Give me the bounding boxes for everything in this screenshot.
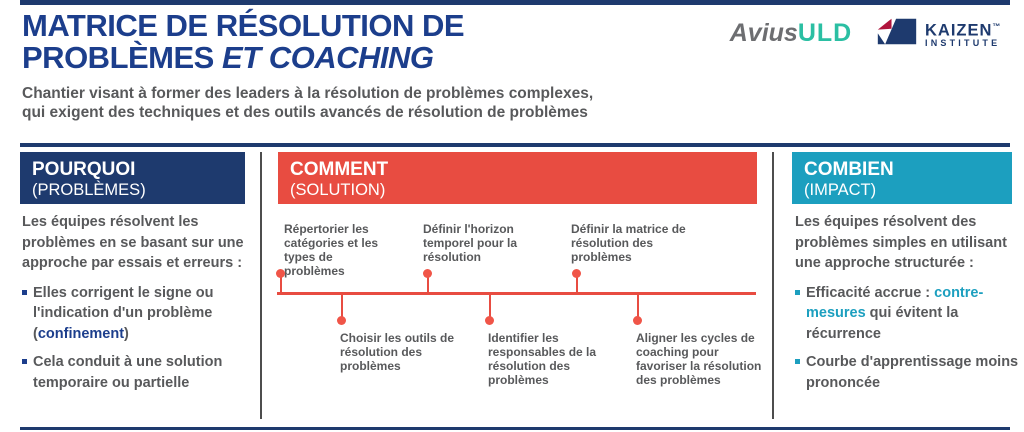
page-title-line1: MATRICE DE RÉSOLUTION DE [22, 8, 465, 43]
timeline-dot [485, 316, 494, 325]
timeline-step-6-label: Aligner les cycles de coaching pour favo… [636, 331, 762, 387]
timeline-stem [280, 276, 282, 292]
page-title: MATRICE DE RÉSOLUTION DE PROBLÈMES ET CO… [22, 8, 465, 75]
timeline-dot [276, 269, 285, 278]
column-divider-left [260, 152, 262, 419]
timeline-step-1-label: Répertorier les catégories et les types … [284, 222, 379, 278]
kaizen-subname: INSTITUTE [925, 38, 1001, 49]
pourquoi-title: POURQUOI [32, 159, 136, 180]
timeline-step-4-label: Choisir les outils de résolution des pro… [340, 331, 455, 373]
kaizen-institute-logo: KAIZEN™ INSTITUTE [876, 17, 1001, 51]
timeline-step-2-label: Définir l'horizon temporel pour la résol… [423, 222, 518, 264]
pourquoi-subtitle: (PROBLÈMES) [32, 181, 146, 199]
timeline-stem [341, 295, 343, 317]
combien-intro: Les équipes résolvent des problèmes simp… [795, 214, 1007, 271]
column-header-combien: COMBIEN (IMPACT) [792, 152, 1012, 204]
bullet-square-icon [795, 359, 800, 364]
contre-mesures-highlight: contre-mesures [806, 284, 984, 322]
bottom-accent-bar [20, 427, 1010, 430]
kaizen-wordmark: KAIZEN™ INSTITUTE [925, 19, 1001, 50]
header-divider-rule [20, 143, 1010, 147]
timeline-step-3-label: Définir la matrice de résolution des pro… [571, 222, 686, 264]
column-header-pourquoi: POURQUOI (PROBLÈMES) [20, 152, 245, 204]
timeline-dot [633, 316, 642, 325]
comment-subtitle: (SOLUTION) [290, 181, 386, 199]
timeline-stem [489, 295, 491, 317]
uld-logo-text: ULD [797, 18, 853, 47]
bullet-square-icon [22, 359, 27, 364]
timeline-stem [427, 276, 429, 292]
top-accent-bar [20, 0, 1010, 5]
timeline-dot [572, 269, 581, 278]
timeline-dot [423, 269, 432, 278]
bullet-square-icon [22, 289, 27, 295]
trademark-symbol: ™ [992, 21, 1002, 31]
page-title-italic: ET COACHING [221, 40, 434, 75]
page-subtitle-line2: qui exigent des techniques et des outils… [22, 104, 588, 121]
page-subtitle-line1: Chantier visant à former des leaders à l… [22, 85, 594, 102]
kaizen-name: KAIZEN™ [925, 21, 1002, 40]
list-item: Courbe d'apprentissage moins prononcée [795, 352, 1019, 393]
timeline-stem [576, 276, 578, 292]
page-subtitle: Chantier visant à former des leaders à l… [22, 84, 593, 122]
combien-title: COMBIEN [804, 159, 894, 180]
bullet-square-icon [795, 289, 800, 295]
comment-title: COMMENT [290, 159, 389, 180]
timeline-axis [277, 292, 756, 295]
combien-subtitle: (IMPACT) [804, 181, 877, 199]
list-item: Elles corrigent le signe ou l'indication… [22, 283, 254, 345]
page-title-line2: PROBLÈMES ET COACHING [22, 40, 434, 75]
list-item: Efficacité accrue : contre-mesures qui é… [795, 283, 1019, 345]
kaizen-flag-icon [876, 17, 918, 51]
column-header-comment: COMMENT (SOLUTION) [278, 152, 757, 204]
column-divider-right [772, 152, 774, 419]
pourquoi-body: Les équipes résolvent les problèmes en s… [22, 212, 254, 401]
timeline-stem [637, 295, 639, 317]
pourquoi-intro: Les équipes résolvent les problèmes en s… [22, 214, 244, 271]
combien-body: Les équipes résolvent des problèmes simp… [795, 212, 1019, 401]
confinement-highlight: confinement [37, 325, 125, 342]
avius-logo-text: Avius [729, 18, 798, 47]
timeline-step-5-label: Identifier les responsables de la résolu… [488, 331, 597, 387]
timeline-dot [337, 316, 346, 325]
list-item: Cela conduit à une solution temporaire o… [22, 352, 254, 393]
